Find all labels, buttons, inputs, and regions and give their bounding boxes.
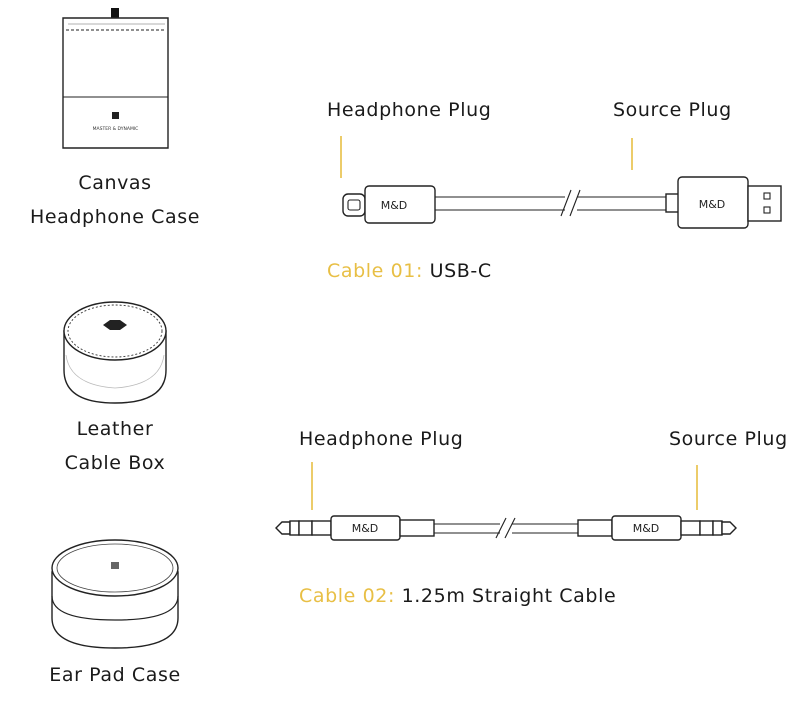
- canvas-headphone-case-image: MASTER & DYNAMIC: [62, 8, 169, 149]
- ear-pad-case-image: [51, 539, 179, 649]
- cable1-headphone-plug-label: Headphone Plug: [327, 99, 492, 121]
- cable1-title-prefix: Cable 01:: [327, 260, 423, 282]
- cable-box-label: Leather Cable Box: [15, 412, 215, 480]
- cable2-title: Cable 02: 1.25m Straight Cable: [299, 585, 616, 607]
- cable2-headphone-plug-label: Headphone Plug: [299, 428, 464, 450]
- ear-pad-case-label: Ear Pad Case: [15, 658, 215, 692]
- canvas-case-label-line2: Headphone Case: [29, 206, 201, 228]
- cable1-title-name: USB-C: [429, 260, 492, 282]
- cable-box-label-line2: Cable Box: [64, 452, 166, 474]
- canvas-case-label-line1: Canvas: [78, 172, 152, 194]
- leather-cable-box-image: [63, 301, 167, 404]
- straight-headphone-plug-text: M&D: [352, 522, 379, 535]
- usb-a-source-plug-text: M&D: [699, 198, 726, 211]
- straight-cable-image: M&D M&D: [275, 462, 737, 541]
- cable2-source-plug-label: Source Plug: [669, 428, 788, 450]
- ear-pad-case-label-line1: Ear Pad Case: [49, 664, 181, 686]
- cable2-title-name: 1.25m Straight Cable: [401, 585, 617, 607]
- canvas-case-label: Canvas Headphone Case: [15, 166, 215, 234]
- case-logo-text: MASTER & DYNAMIC: [93, 126, 139, 132]
- straight-source-plug-text: M&D: [633, 522, 660, 535]
- cable1-source-plug-label: Source Plug: [613, 99, 732, 121]
- cable-box-label-line1: Leather: [76, 418, 154, 440]
- usb-c-headphone-plug-text: M&D: [381, 199, 408, 212]
- usb-c-cable-image: M&D M&D: [340, 136, 782, 229]
- cable1-title: Cable 01: USB-C: [327, 260, 492, 282]
- cable2-title-prefix: Cable 02:: [299, 585, 395, 607]
